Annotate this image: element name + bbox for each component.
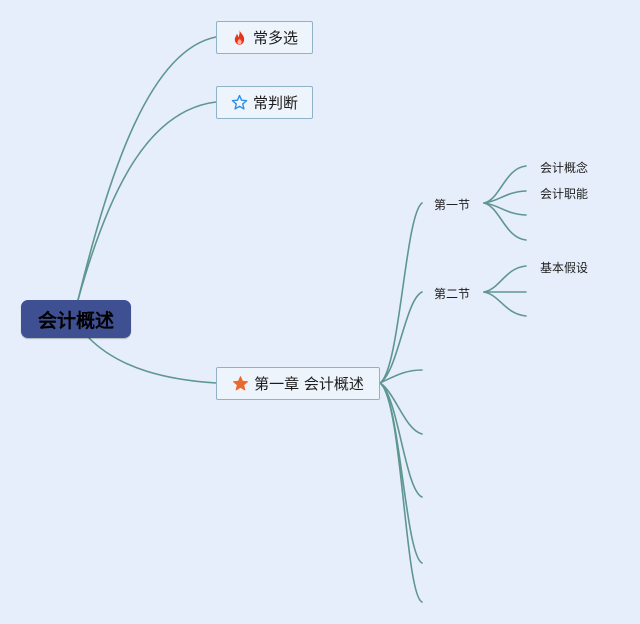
edge-sec2-t1 [483,265,527,293]
edge-sec1-t3 [483,202,527,216]
true-false-label: 常判断 [252,94,298,112]
star-filled-icon [232,375,249,392]
multi-choice-node[interactable]: 常多选 [216,21,313,54]
topic-accounting-function[interactable]: 会计职能 [540,187,589,201]
topic-basic-assumptions[interactable]: 基本假设 [540,261,589,275]
edge-chapter-b3 [379,369,423,384]
root-node[interactable]: 会计概述 [21,300,131,338]
true-false-node[interactable]: 常判断 [216,86,313,119]
root-label: 会计概述 [37,309,114,332]
chapter-one-node[interactable]: 第一章 会计概述 [216,367,380,400]
section-one-node[interactable]: 第一节 [434,198,471,212]
edge-chapter-sec2 [379,291,423,384]
multi-choice-label: 常多选 [252,29,298,47]
fire-icon [231,29,248,46]
edge-sec1-t1 [483,165,527,204]
chapter-one-label: 第一章 会计概述 [254,375,364,393]
star-outline-icon [231,94,248,111]
edge-sec2-t3 [483,291,527,317]
edge-root-multi [77,36,217,301]
edge-root-chapter [87,336,217,384]
edge-root-judge [77,101,217,301]
edge-sec1-t2 [483,190,527,204]
section-two-node[interactable]: 第二节 [434,287,471,301]
edge-chapter-b7 [379,382,423,603]
topic-accounting-concept[interactable]: 会计概念 [540,161,589,175]
edge-chapter-sec1 [379,202,423,384]
edge-sec1-t4 [483,202,527,241]
